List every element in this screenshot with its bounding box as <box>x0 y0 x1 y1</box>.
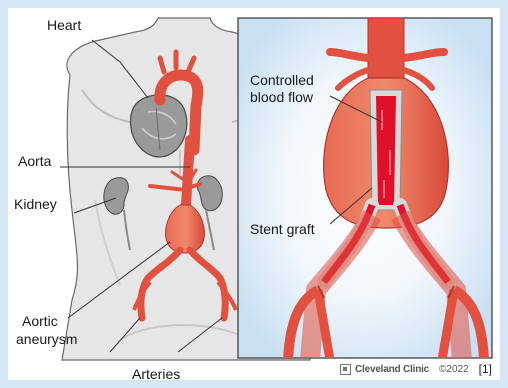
label-aneurysm: aneurysm <box>16 331 77 347</box>
label-heart: Heart <box>47 17 81 33</box>
label-stent-graft: Stent graft <box>250 221 315 237</box>
stent-graft-panel <box>238 18 492 360</box>
credit-line: Cleveland Clinic ©2022 [1] <box>340 362 492 376</box>
credit-reference: [1] <box>479 362 492 376</box>
credit-copyright: ©2022 <box>439 364 469 375</box>
credit-brand: Cleveland Clinic <box>355 364 429 375</box>
label-aortic: Aortic <box>22 313 58 329</box>
upper-aorta <box>368 18 404 80</box>
label-aorta: Aorta <box>18 153 51 169</box>
label-kidney: Kidney <box>14 196 57 212</box>
label-controlled: Controlled <box>250 72 314 88</box>
label-blood-flow: blood flow <box>250 89 313 105</box>
blood-flow <box>376 96 396 205</box>
cleveland-clinic-logo-icon <box>340 364 351 375</box>
label-arteries: Arteries <box>132 366 180 382</box>
descending-aorta <box>186 140 190 205</box>
